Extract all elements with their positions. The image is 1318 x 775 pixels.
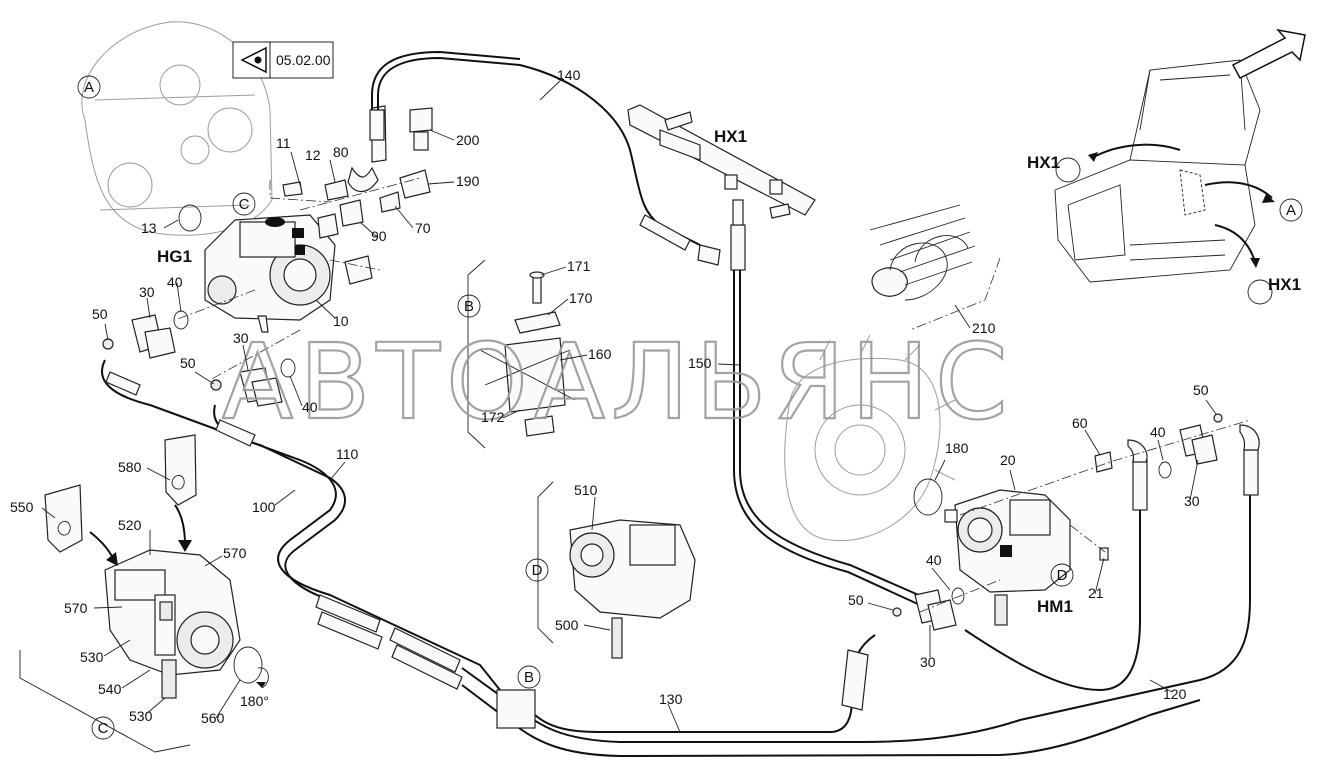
pn-570b: 570 [64,600,88,616]
pn-140: 140 [557,67,581,83]
paver-overview [1054,28,1306,305]
pn-150: 150 [688,355,712,371]
pn-40a: 40 [167,274,183,290]
flange-set-left [102,310,296,407]
label-hm1: HM1 [1037,597,1073,616]
pn-520: 520 [118,517,142,533]
label-hx1-b: HX1 [1268,275,1301,294]
callout-a-1: A [77,75,101,99]
label-hx1-a: HX1 [1027,153,1060,172]
pn-550: 550 [10,499,34,515]
pn-21: 21 [1088,585,1104,601]
spring-set-210 [869,204,1001,331]
pn-30b: 30 [233,330,249,346]
pn-30d: 30 [920,654,936,670]
pump-detail-c [19,434,269,753]
clamp-b-block [496,689,536,729]
pn-190: 190 [456,173,480,189]
pn-160: 160 [588,346,612,362]
callout-d-1: D [525,558,549,582]
pn-510: 510 [574,482,598,498]
pn-110: 110 [336,446,359,462]
pn-200: 200 [456,132,480,148]
reference-code: 05.02.00 [276,52,331,68]
pn-530a: 530 [80,649,104,665]
hose-lines [101,50,1260,758]
svg-text:D: D [1057,567,1068,584]
pn-100: 100 [252,499,276,515]
rotation-label: 180° [240,693,269,709]
eye-view-icon [240,46,267,74]
pn-50d: 50 [848,592,864,608]
callout-d-2: D [1050,563,1074,587]
callout-a-2: A [1279,198,1303,222]
svg-text:D: D [532,562,543,579]
pn-500: 500 [555,617,579,633]
pn-60: 60 [1072,415,1088,431]
svg-text:A: A [1286,202,1296,219]
pn-11: 11 [276,135,291,151]
callout-b-1: B [457,294,481,318]
callout-c-2: C [91,716,115,740]
pn-172: 172 [481,409,505,425]
reference-box[interactable]: 05.02.00 [232,41,334,79]
pn-180: 180 [945,440,969,456]
o-ring-13 [178,204,202,232]
callout-c-1: C [232,192,256,216]
pn-580: 580 [118,459,142,475]
gearbox-drawing [81,21,273,236]
pn-50c: 50 [1193,382,1209,398]
pn-40d: 40 [926,552,942,568]
label-hx1-main: HX1 [714,127,747,146]
pn-530b: 530 [129,708,153,724]
tag-550 [44,484,83,553]
pn-120: 120 [1163,686,1187,702]
flange-set-right [892,413,1223,631]
pn-210: 210 [972,320,996,336]
manifold-hx1 [627,104,816,219]
pn-80: 80 [333,144,349,160]
view-arrow-icon [1231,28,1306,79]
watermark: АВТОАЛЬЯНС [222,321,1014,443]
svg-text:C: C [239,196,250,213]
motor-hm1 [944,489,1071,626]
svg-text:B: B [464,298,474,315]
pn-10: 10 [333,313,349,329]
motor-detail-d [537,481,696,659]
pn-560: 560 [201,710,225,726]
pn-50b: 50 [180,355,196,371]
part-numbers: 11 12 80 200 190 70 90 13 40 30 50 30 50… [10,67,1209,726]
pn-171: 171 [567,258,591,274]
pn-20: 20 [1000,452,1016,468]
clamp-detail-b [467,259,576,729]
svg-text:A: A [84,79,94,96]
pn-40c: 40 [1150,424,1166,440]
pn-50a: 50 [92,306,108,322]
label-hg1: HG1 [157,247,192,266]
pn-30c: 30 [1184,493,1200,509]
pn-13: 13 [141,220,157,236]
pn-90: 90 [371,228,387,244]
pn-12: 12 [305,147,321,163]
pn-170: 170 [569,290,593,306]
pn-540: 540 [98,681,122,697]
pn-30a: 30 [139,284,155,300]
svg-text:B: B [524,669,534,686]
tag-580 [164,434,197,506]
pump-hg1 [204,214,336,333]
pn-570a: 570 [223,545,247,561]
o-ring-180 [913,478,943,516]
pn-70: 70 [415,220,431,236]
svg-text:C: C [98,720,109,737]
drive-wheel [784,334,956,542]
pn-130: 130 [659,691,683,707]
callout-b-2: B [517,665,541,689]
pn-40b: 40 [302,399,318,415]
